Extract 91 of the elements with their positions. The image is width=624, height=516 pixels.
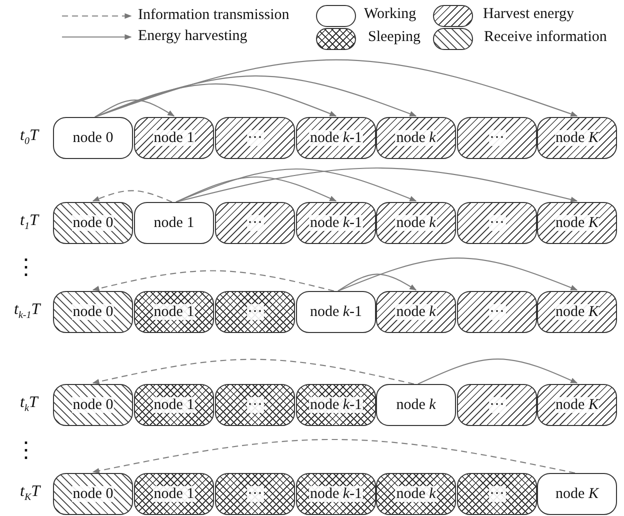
node-label: ···	[488, 304, 506, 320]
node-label: node 1	[152, 130, 196, 146]
harvesting-node	[457, 202, 537, 244]
node-label: node 0	[72, 304, 114, 320]
node-label: node 0	[72, 486, 114, 502]
receiving-node	[53, 291, 133, 333]
dashed-arrow	[92, 358, 414, 385]
sleeping-node	[215, 384, 295, 426]
node-label: ···	[246, 486, 264, 502]
node-label: node 1	[152, 486, 196, 502]
harvesting-node	[215, 202, 295, 244]
arrow	[94, 59, 578, 118]
sleeping-node	[457, 473, 537, 515]
node-label: node k-1	[308, 130, 364, 146]
sleeping-node	[215, 473, 295, 515]
harvesting-node	[376, 117, 456, 159]
working-node	[53, 117, 133, 159]
arrow	[94, 100, 175, 118]
arrow	[94, 75, 417, 118]
time-slot-label: t$_{k-1}$T	[14, 301, 40, 322]
arrow	[338, 258, 578, 292]
legend-label: Harvest energy	[483, 6, 574, 23]
vertical-ellipsis: ⋮	[15, 437, 37, 463]
sleeping-node	[296, 473, 376, 515]
receiving-node	[53, 473, 133, 515]
legend-label: Information transmission	[138, 7, 290, 24]
receiving-node	[53, 202, 133, 244]
legend-label: Working	[364, 6, 416, 23]
legend-label: Energy harvesting	[138, 28, 248, 45]
legend-label: Receive information	[484, 29, 607, 46]
arrow	[418, 358, 578, 384]
harvesting-node	[134, 117, 214, 159]
node-label: node k	[395, 214, 437, 232]
node-label: node 1	[152, 396, 196, 414]
node-label: node K	[554, 130, 600, 146]
time-slot-label: t$_{1}$T	[20, 212, 38, 232]
harvesting-node	[457, 291, 537, 333]
arrow	[176, 176, 337, 202]
node-label: node K	[554, 214, 600, 232]
node-label: ···	[488, 486, 506, 502]
node-label: ···	[246, 130, 264, 146]
arrow	[176, 167, 578, 203]
dashed-arrow	[92, 190, 172, 202]
harvesting-node	[537, 384, 617, 426]
harvesting-node	[537, 117, 617, 159]
harvesting-node	[537, 291, 617, 333]
arrow	[176, 168, 417, 202]
harvesting-node	[457, 117, 537, 159]
harvesting-node	[457, 384, 537, 426]
harvesting-node	[296, 117, 376, 159]
harvesting-node	[296, 202, 376, 244]
sleeping-node	[134, 473, 214, 515]
working-node	[376, 384, 456, 426]
sleeping-node	[296, 384, 376, 426]
node-label: ···	[246, 396, 264, 414]
time-slot-label: t$_{K}$T	[20, 483, 40, 504]
harvesting-node	[376, 202, 456, 244]
node-label: node k	[395, 130, 437, 146]
node-label: node K	[554, 396, 600, 414]
working-node	[537, 473, 617, 515]
node-label: node k-1	[308, 486, 364, 502]
dashed-arrow	[92, 438, 576, 474]
sleeping-node	[215, 291, 295, 333]
working-node	[296, 291, 376, 333]
sleeping-node	[376, 473, 456, 515]
working-node	[134, 202, 214, 244]
node-label: node k-1	[308, 214, 364, 232]
harvesting-node	[376, 291, 456, 333]
receiving-node	[53, 384, 133, 426]
node-label: ···	[488, 130, 506, 146]
harvesting-node	[215, 117, 295, 159]
time-slot-label: t$_{0}$T	[20, 127, 38, 148]
node-label: ···	[246, 304, 264, 320]
node-label: node k	[395, 486, 437, 502]
node-label: node K	[554, 304, 600, 320]
legend-label: Sleeping	[368, 29, 420, 46]
harvesting-node	[537, 202, 617, 244]
sleeping-node	[134, 291, 214, 333]
node-label: node 0	[72, 396, 114, 414]
node-label: node k	[395, 304, 437, 320]
dashed-arrow	[92, 270, 334, 292]
arrow	[338, 274, 417, 292]
node-label: node 0	[72, 214, 114, 232]
node-label: ···	[246, 214, 264, 232]
node-label: ···	[488, 396, 506, 414]
vertical-ellipsis: ⋮	[15, 254, 37, 280]
time-slot-label: t$_{k}$T	[20, 394, 38, 414]
node-label: node 1	[152, 304, 196, 320]
node-label: ···	[488, 214, 506, 232]
node-label: node k-1	[308, 396, 364, 414]
sleeping-node	[134, 384, 214, 426]
